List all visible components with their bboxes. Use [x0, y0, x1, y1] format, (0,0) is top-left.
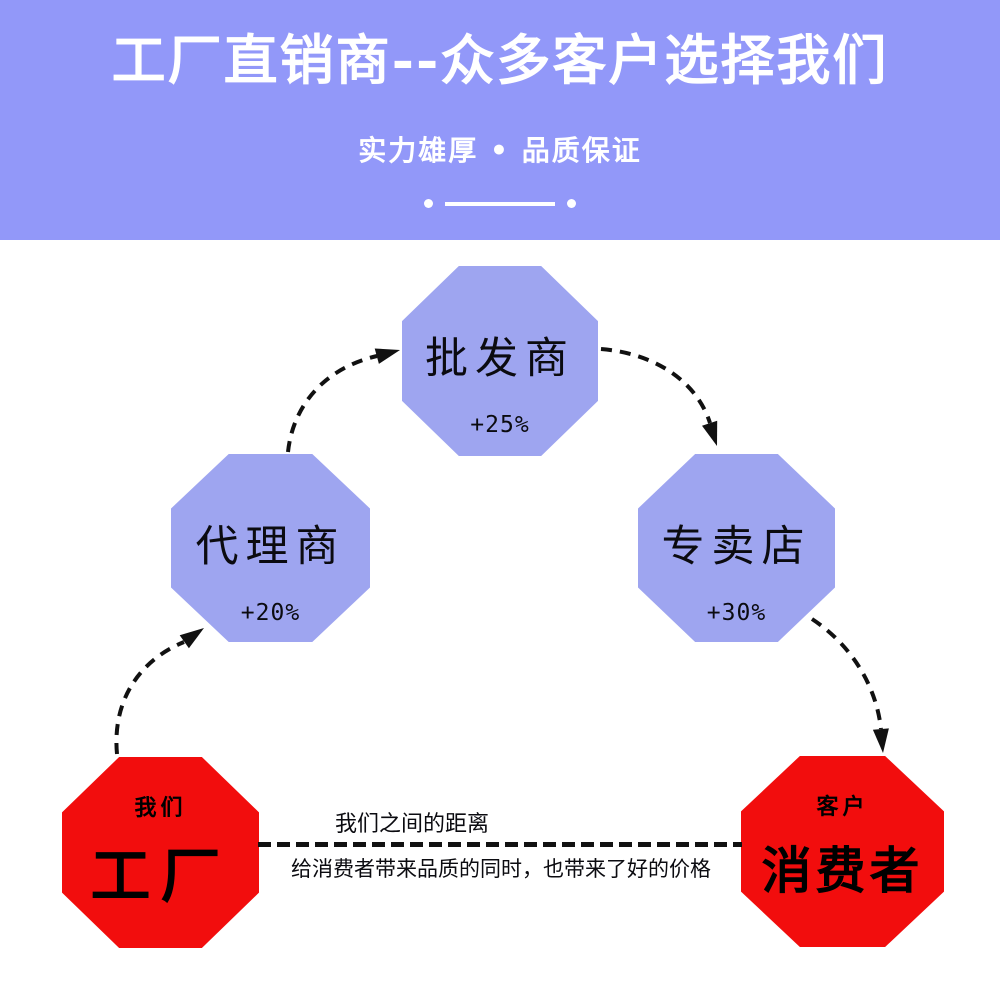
arrowhead-agent-to-wholesaler [374, 348, 400, 364]
divider-line [445, 201, 555, 206]
node-factory: 我们 工厂 [62, 757, 259, 948]
node-markup-percent: +25% [470, 412, 530, 438]
distance-caption: 给消费者带来品质的同时，也带来了好的价格 [291, 857, 711, 881]
node-markup-percent: +30% [706, 600, 767, 626]
node-tag: 客户 [816, 794, 869, 820]
node-label: 工厂 [90, 842, 231, 912]
divider-dot-left [424, 199, 433, 208]
divider-dot-right [567, 199, 576, 208]
distance-dashed-line [258, 842, 742, 847]
node-label: 专卖店 [661, 522, 812, 572]
node-label: 消费者 [761, 841, 924, 900]
arrow-store-to-consumer [810, 617, 883, 730]
arrowhead-wholesaler-to-store [702, 420, 718, 446]
node-markup-percent: +20% [240, 600, 301, 626]
node-agent: 代理商 +20% [171, 454, 370, 642]
decorative-divider [424, 199, 576, 208]
page-title: 工厂直销商--众多客户选择我们 [111, 28, 889, 92]
node-tag: 我们 [134, 795, 187, 821]
node-wholesaler: 批发商 +25% [402, 266, 598, 456]
node-label: 批发商 [425, 334, 575, 384]
distance-title: 我们之间的距离 [334, 812, 489, 837]
arrowhead-factory-to-agent [179, 628, 204, 649]
header-banner: 工厂直销商--众多客户选择我们 实力雄厚 • 品质保证 [0, 0, 1000, 240]
arrow-factory-to-agent [114, 640, 185, 755]
arrow-wholesaler-to-store [600, 347, 712, 424]
page-subtitle: 实力雄厚 • 品质保证 [358, 134, 642, 167]
arrow-agent-to-wholesaler [286, 354, 378, 453]
node-store: 专卖店 +30% [638, 454, 835, 642]
arrowhead-store-to-consumer [872, 728, 889, 753]
node-label: 代理商 [195, 522, 346, 572]
node-consumer: 客户 消费者 [741, 756, 944, 947]
